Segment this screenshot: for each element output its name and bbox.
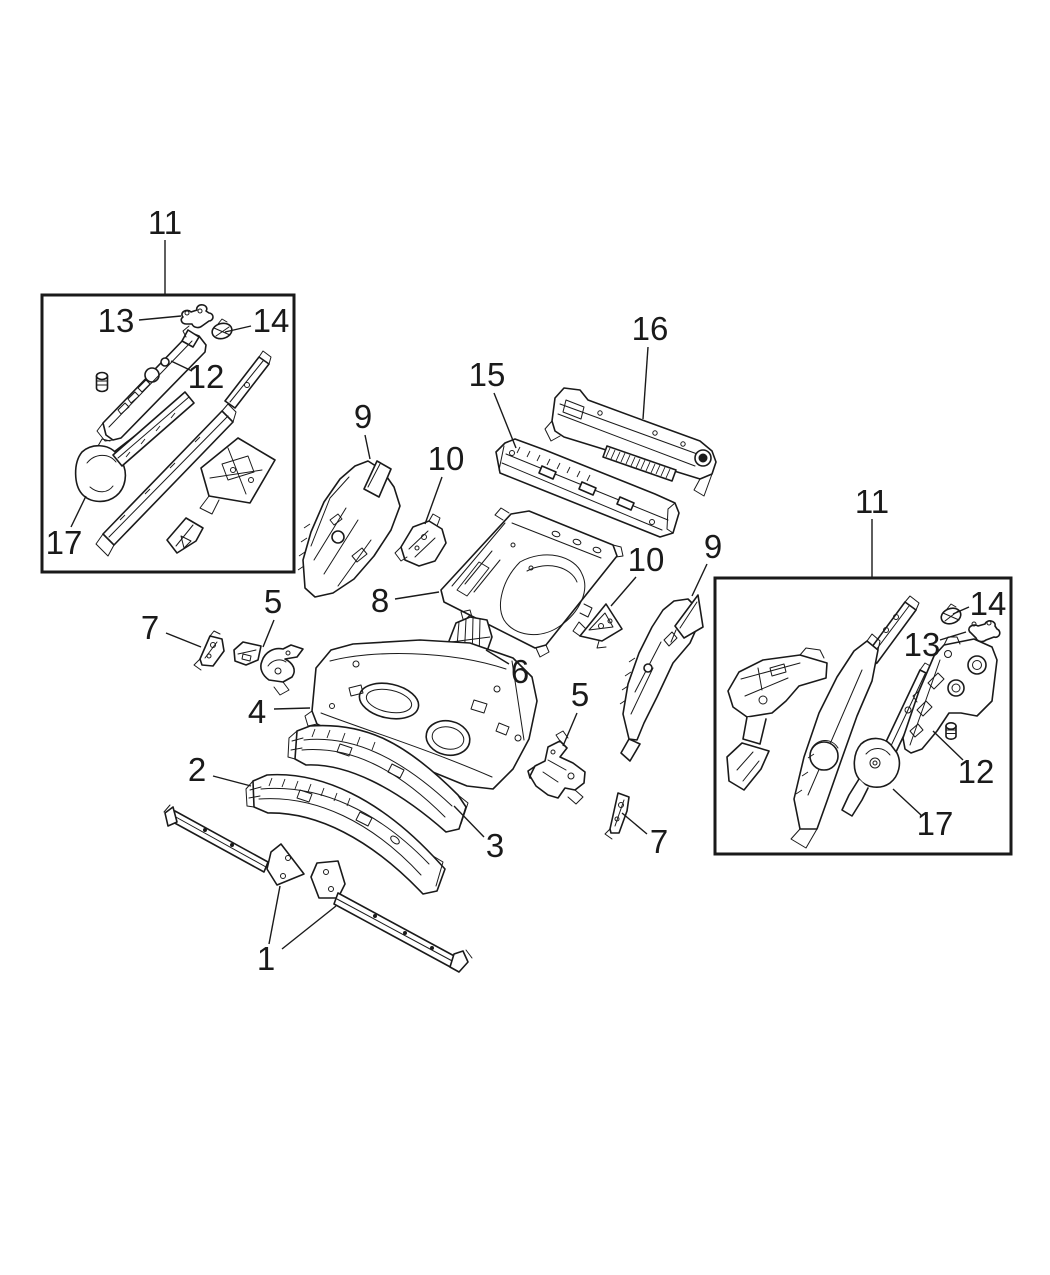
part-9-right-wheelhouse-panel: [619, 594, 704, 762]
part-14-left-mount: [211, 318, 233, 340]
right-box-bracket-cluster: [726, 647, 828, 791]
part-7-right-bracket: [604, 792, 630, 840]
callout-9-right: 9: [704, 528, 722, 565]
callout-7-left: 7: [141, 609, 159, 646]
callout-2: 2: [188, 751, 206, 788]
leader-7-left: [165, 632, 202, 648]
callout-5-left: 5: [264, 583, 282, 620]
detail-box-right: [713, 576, 1013, 856]
leader-17-left: [70, 495, 87, 528]
callout-14-right: 14: [970, 585, 1007, 622]
part-1-diagonal-braces: [163, 804, 473, 973]
part-5-right-bracket-set: [527, 730, 586, 805]
callout-4: 4: [248, 693, 266, 730]
leader-4: [273, 707, 311, 710]
callout-11-right: 11: [855, 483, 889, 520]
part-17-right-wheelhouse: [841, 737, 901, 817]
part-9-left-wheelhouse-panel: [297, 460, 401, 598]
part-4-seatback-support-panel: [304, 639, 538, 790]
leader-2: [212, 775, 252, 787]
part-17-left-rail-assembly: [74, 391, 276, 557]
callout-11-left: 11: [148, 204, 182, 241]
leader-12-right: [932, 730, 964, 761]
callout-13-right: 13: [904, 626, 941, 663]
part-16-rear-panel-crossmember: [544, 387, 717, 497]
leader-12-left: [170, 360, 193, 372]
leader-1a: [268, 885, 281, 945]
leader-7-right: [621, 812, 648, 835]
bolt-left: [95, 371, 109, 393]
part-13-right-clamp: [968, 620, 1001, 643]
leader-5-right: [562, 712, 578, 747]
callout-10-left: 10: [428, 440, 465, 477]
callout-9-left: 9: [354, 398, 372, 435]
leader-14-right: [952, 606, 970, 615]
detail-box-right-frame: [713, 576, 1013, 856]
callout-8: 8: [371, 582, 389, 619]
part-5-left-bracket-set: [233, 641, 304, 696]
part-12-right-rail: [902, 636, 998, 754]
callout-17-right: 17: [917, 805, 954, 842]
leader-3: [453, 805, 485, 838]
part-12-left-rail: [96, 325, 272, 442]
callout-14-left: 14: [253, 302, 290, 339]
callout-12-left: 12: [188, 358, 225, 395]
callout-5-right: 5: [571, 676, 589, 713]
part-2-lower-crossmember: [245, 773, 446, 895]
leader-13-right: [939, 631, 967, 641]
leader-10-left: [424, 476, 443, 525]
callout-3: 3: [486, 827, 504, 864]
part-13-left-clamp: [180, 304, 214, 329]
callout-6: 6: [511, 653, 529, 690]
detail-box-left-frame: [40, 293, 296, 574]
callout-1: 1: [257, 940, 275, 977]
leader-17-right: [892, 788, 922, 816]
part-10-right-bracket: [572, 603, 623, 649]
leader-9-right: [691, 563, 708, 597]
leader-5-left: [262, 619, 275, 648]
callout-15: 15: [469, 356, 506, 393]
leader-9-left: [364, 434, 371, 460]
leader-1b: [281, 905, 337, 950]
callout-17-left: 17: [46, 524, 83, 561]
part-3-upper-crossmember: [287, 724, 469, 833]
leader-10-right: [610, 576, 637, 607]
part-15-sill-crossmember: [495, 438, 680, 538]
leader-8: [394, 591, 440, 600]
right-box-tall-member: [790, 633, 881, 849]
leader-16: [642, 346, 649, 420]
leader-6: [485, 649, 510, 665]
bolt-right: [945, 721, 957, 740]
part-8-floor-pan: [440, 507, 624, 658]
detail-box-left: [40, 293, 296, 574]
callout-12-right: 12: [958, 753, 995, 790]
part-7-left-bracket: [193, 630, 225, 671]
leader-13-left: [138, 315, 182, 321]
callout-16: 16: [632, 310, 669, 347]
callouts: 11 13 14 12 17 9 10 15 16 8 6 5 7 4 2 3: [46, 204, 1007, 977]
callout-7-right: 7: [650, 823, 668, 860]
part-10-left-bracket: [394, 513, 447, 567]
leader-14-left: [224, 325, 252, 333]
leader-15: [493, 392, 517, 449]
callout-13-left: 13: [98, 302, 135, 339]
callout-10-right: 10: [628, 541, 665, 578]
